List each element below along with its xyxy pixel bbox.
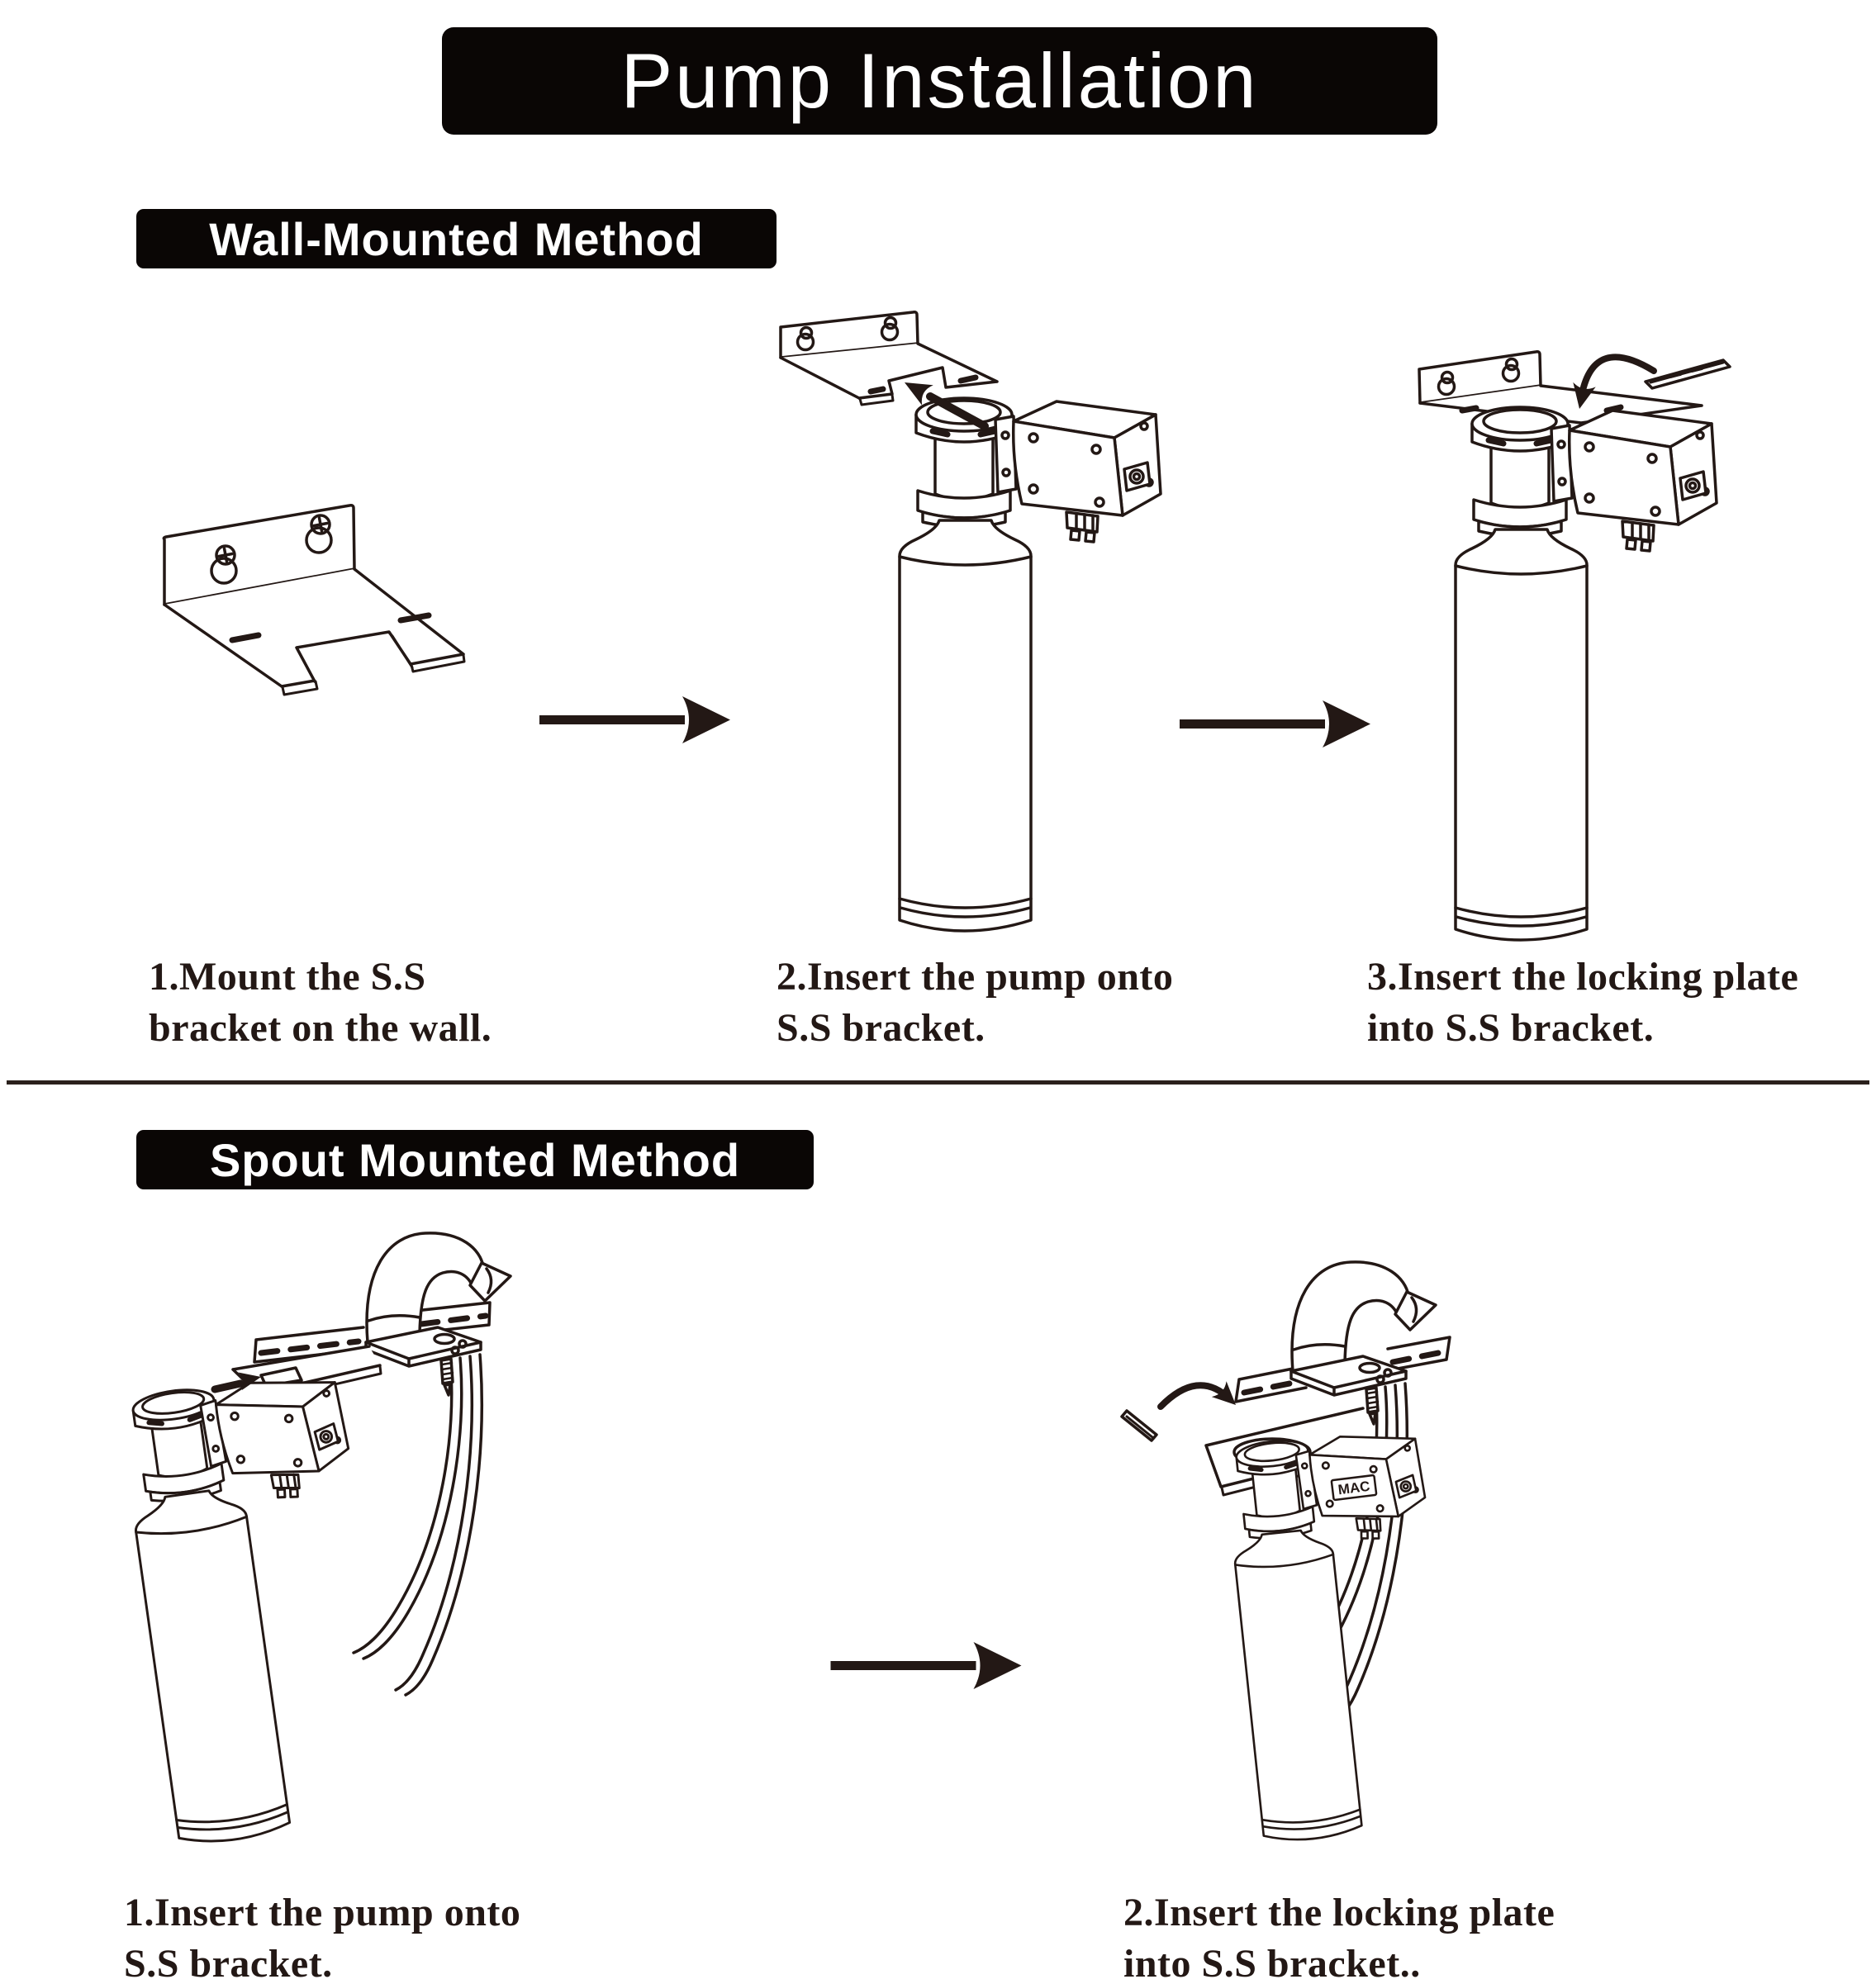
pump-and-bottle (1456, 407, 1717, 940)
caption-line: 1.Insert the pump onto (124, 1891, 521, 1934)
locking-arrow-icon (1573, 354, 1657, 409)
illustration-wall-step2-insert-pump (779, 311, 1214, 954)
ss-bracket (779, 311, 999, 406)
illustration-spout-step2-locking-plate: MAC (1120, 1260, 1875, 1904)
ss-bracket (162, 504, 466, 696)
caption-line: into S.S bracket.. (1123, 1942, 1421, 1984)
insert-arrow-icon (905, 382, 989, 430)
locking-arrow-icon (1157, 1381, 1236, 1410)
caption-line: S.S bracket. (777, 1006, 985, 1051)
section-divider (7, 1080, 1869, 1085)
step-arrow-icon (539, 696, 730, 743)
insert-arrow-icon (211, 1372, 261, 1393)
caption-line: bracket on the wall. (149, 1006, 492, 1051)
caption-line: S.S bracket. (124, 1942, 333, 1984)
step-arrow-icon (830, 1642, 1022, 1689)
page-title: Pump Installation (620, 37, 1259, 124)
locking-plate (1644, 358, 1731, 390)
caption-line: 3.Insert the locking plate (1367, 955, 1799, 999)
caption-line: into S.S bracket. (1367, 1006, 1655, 1051)
caption-wall-step1: 1.Mount the S.S bracket on the wall. (149, 952, 492, 1055)
motor-badge: MAC (1330, 1474, 1378, 1502)
caption-wall-step3: 3.Insert the locking plate into S.S brac… (1367, 952, 1798, 1055)
illustration-spout-step1-insert-pump (116, 1232, 512, 1887)
wall-section-heading: Wall-Mounted Method (209, 212, 704, 265)
illustration-wall-step3-locking-plate (1418, 350, 1731, 954)
locking-plate (1120, 1409, 1158, 1442)
caption-wall-step2: 2.Insert the pump onto S.S bracket. (777, 952, 1173, 1055)
illustration-wall-step1-mount-bracket (162, 504, 466, 696)
spout-section-heading: Spout Mounted Method (209, 1133, 741, 1186)
caption-spout-step1: 1.Insert the pump onto S.S bracket. (124, 1887, 520, 1984)
caption-line: 1.Mount the S.S (149, 955, 426, 999)
page-title-box: Pump Installation (442, 27, 1437, 135)
pump-and-bottle (900, 398, 1161, 931)
wall-section-heading-box: Wall-Mounted Method (136, 209, 777, 268)
spout-section-heading-box: Spout Mounted Method (136, 1130, 814, 1189)
caption-spout-step2: 2.Insert the locking plate into S.S brac… (1123, 1887, 1555, 1984)
caption-line: 2.Insert the locking plate (1123, 1891, 1555, 1934)
counter-rail (1234, 1336, 1451, 1403)
pump-and-bottle (117, 1368, 400, 1847)
caption-line: 2.Insert the pump onto (777, 955, 1174, 999)
motor-badge-label: MAC (1337, 1479, 1371, 1498)
step-arrow-icon (1180, 700, 1370, 748)
